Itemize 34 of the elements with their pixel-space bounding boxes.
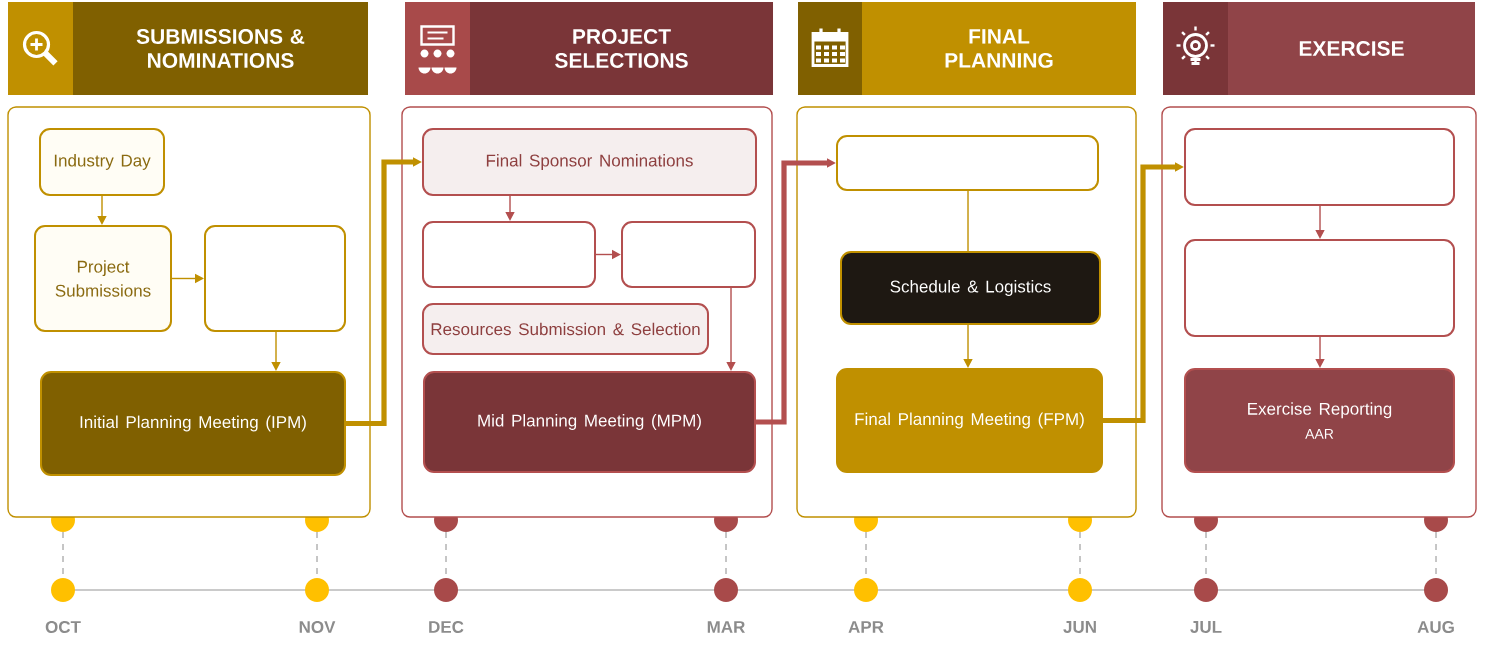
header-band: SUBMISSIONS & NOMINATIONS — [73, 2, 368, 95]
arrow — [97, 195, 107, 225]
arrow — [726, 287, 736, 371]
process-box: Final Sponsor Nominations — [422, 128, 757, 196]
month-label: OCT — [45, 621, 81, 633]
meeting-box: Final Planning Meeting (FPM) — [836, 368, 1103, 473]
arrow — [963, 324, 973, 368]
process-box — [1184, 128, 1455, 206]
process-box: Industry Day — [39, 128, 165, 196]
meeting-box: Exercise Reporting AAR — [1184, 368, 1455, 473]
process-box: Resources Submission & Selection — [422, 303, 709, 355]
month-label: APR — [848, 621, 884, 633]
process-box — [422, 221, 596, 288]
arrow — [1315, 205, 1325, 239]
month-label: AUG — [1417, 621, 1454, 633]
month-label: JUL — [1190, 621, 1222, 633]
process-box: Project Submissions — [34, 225, 172, 332]
process-box — [1184, 239, 1455, 337]
arrow — [1315, 336, 1325, 368]
process-box: Schedule & Logistics — [840, 251, 1101, 325]
process-box — [204, 225, 346, 332]
arrow — [271, 331, 281, 371]
meeting-box: Initial Planning Meeting (IPM) — [40, 371, 346, 476]
header-band: FINAL PLANNING — [862, 2, 1136, 95]
process-box — [836, 135, 1099, 191]
header-band: PROJECT SELECTIONS — [470, 2, 773, 95]
process-box — [621, 221, 756, 288]
month-label: JUN — [1063, 621, 1096, 633]
month-label: NOV — [299, 621, 336, 633]
header-band: EXERCISE — [1228, 2, 1475, 95]
month-label: MAR — [707, 621, 745, 633]
meeting-box: Mid Planning Meeting (MPM) — [423, 371, 756, 473]
month-label: DEC — [429, 621, 464, 633]
arrow — [505, 195, 515, 221]
